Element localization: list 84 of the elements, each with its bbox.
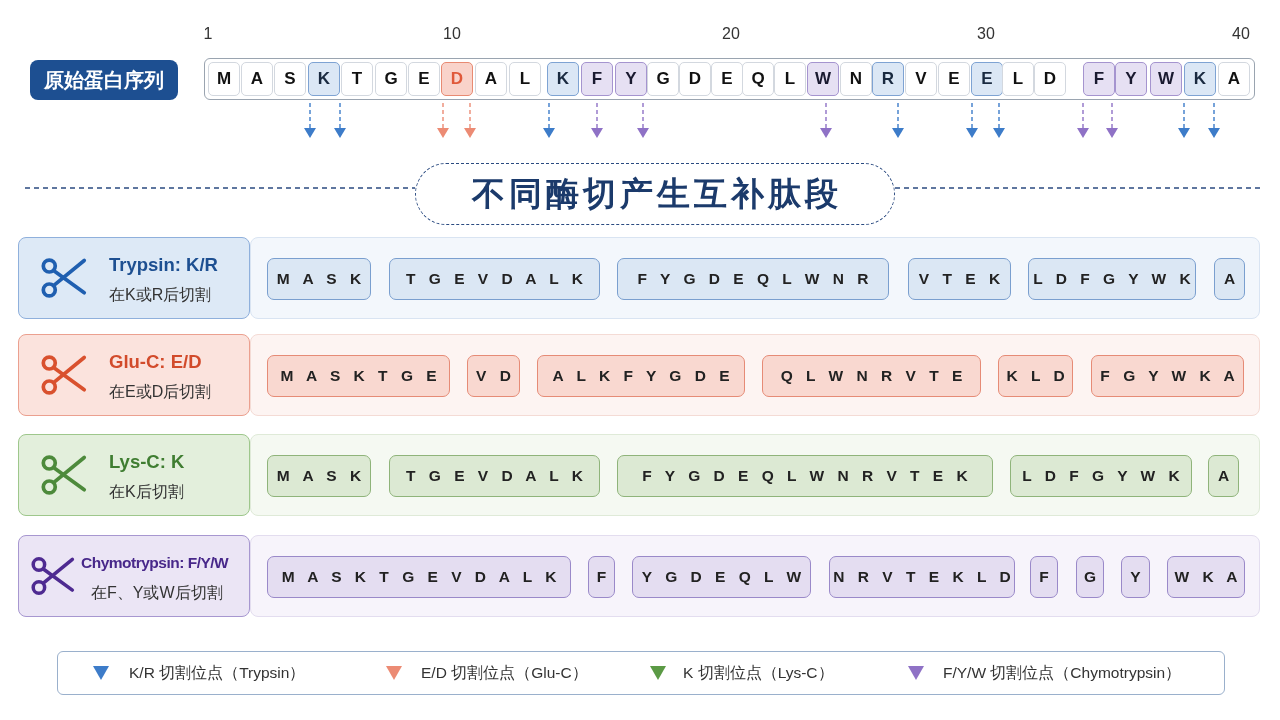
peptide-box: F G Y W K A [1091,355,1244,397]
peptide-box: V D [467,355,520,397]
enzyme-card [18,535,250,617]
position-number: 30 [976,24,996,44]
residue-cell: F [1083,62,1115,96]
peptide-box: F Y G D E Q L W N R V T E K [617,455,993,497]
residue-cell: S [274,62,306,96]
peptide-box: F [588,556,615,598]
residue-cell: G [647,62,679,96]
peptide-box: N R V T E K L D [829,556,1015,598]
cleavage-rule: 在F、Y或W后切割 [91,583,223,603]
peptide-box: Y [1121,556,1150,598]
residue-cell: D [679,62,711,96]
peptide-box: L D F G Y W K [1010,455,1192,497]
peptide-box: M A S K T G E V D A L K [267,556,571,598]
peptide-box: F [1030,556,1058,598]
enzyme-card [18,237,250,319]
peptide-box: F Y G D E Q L W N R [617,258,889,300]
residue-cell: F [581,62,613,96]
residue-cell: K [1184,62,1216,96]
legend-text: K 切割位点（Lys-C） [683,663,834,683]
enzyme-name: Lys-C: K [109,451,185,473]
residue-cell: W [1150,62,1182,96]
legend-text: K/R 切割位点（Trypsin） [129,663,306,683]
position-number: 20 [721,24,741,44]
peptide-box: K L D [998,355,1073,397]
cleavage-rule: 在K后切割 [109,482,184,502]
enzyme-name: Chymotrypsin: F/Y/W [81,553,229,573]
residue-cell: E [938,62,970,96]
residue-cell: N [840,62,872,96]
peptide-band [250,334,1260,416]
residue-cell: A [1218,62,1250,96]
residue-cell: A [241,62,273,96]
residue-cell: M [208,62,240,96]
enzyme-name: Trypsin: K/R [109,254,218,276]
peptide-box: M A S K [267,258,371,300]
residue-cell: L [1002,62,1034,96]
position-number: 40 [1231,24,1251,44]
position-number: 10 [442,24,462,44]
residue-cell: E [711,62,743,96]
peptide-box: G [1076,556,1104,598]
peptide-box: A L K F Y G D E [537,355,745,397]
enzyme-card [18,334,250,416]
residue-cell: L [509,62,541,96]
peptide-box: A [1214,258,1245,300]
residue-cell: R [872,62,904,96]
peptide-box: A [1208,455,1239,497]
residue-cell: D [1034,62,1066,96]
legend-text: E/D 切割位点（Glu-C） [421,663,588,683]
residue-cell: Y [615,62,647,96]
legend-text: F/Y/W 切割位点（Chymotrypsin） [943,663,1182,683]
peptide-box: W K A [1167,556,1245,598]
section-heading: 不同酶切产生互补肽段 [415,163,895,225]
enzyme-card [18,434,250,516]
residue-cell: G [375,62,407,96]
residue-cell: K [547,62,579,96]
position-number: 1 [202,24,214,44]
residue-cell: A [475,62,507,96]
heading-badge: 原始蛋白序列 [30,60,178,100]
cleavage-rule: 在K或R后切割 [109,285,212,305]
residue-cell: Y [1115,62,1147,96]
peptide-box: M A S K [267,455,371,497]
peptide-band [250,237,1260,319]
residue-cell: V [905,62,937,96]
peptide-box: T G E V D A L K [389,258,600,300]
residue-cell: E [971,62,1003,96]
peptide-box: V T E K [908,258,1011,300]
peptide-box: Y G D E Q L W [632,556,811,598]
residue-cell: T [341,62,373,96]
residue-cell: Q [742,62,774,96]
peptide-band [250,535,1260,617]
residue-cell: W [807,62,839,96]
cleavage-rule: 在E或D后切割 [109,382,212,402]
sequence-bar [204,58,1255,100]
peptide-box: L D F G Y W K [1028,258,1196,300]
peptide-box: M A S K T G E [267,355,450,397]
residue-cell: E [408,62,440,96]
peptide-box: T G E V D A L K [389,455,600,497]
peptide-box: Q L W N R V T E [762,355,981,397]
residue-cell: K [308,62,340,96]
residue-cell: D [441,62,473,96]
residue-cell: L [774,62,806,96]
enzyme-name: Glu-C: E/D [109,351,202,373]
peptide-band [250,434,1260,516]
